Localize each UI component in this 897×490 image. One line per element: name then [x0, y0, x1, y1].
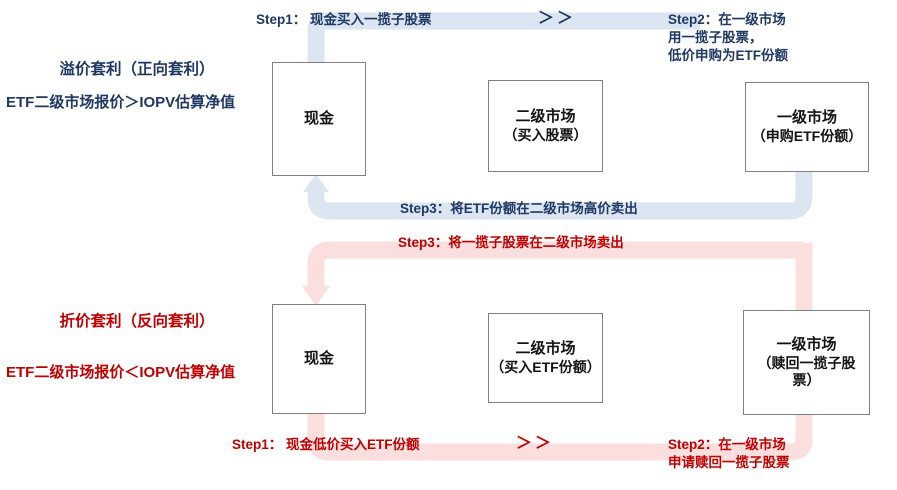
node-discount-secondary-line1: 二级市场 [515, 340, 576, 358]
node-discount-cash[interactable]: 现金 [272, 304, 366, 414]
premium-chevrons: ＞＞ [538, 10, 577, 27]
node-discount-secondary-line2: （买入ETF份额） [490, 358, 601, 375]
premium-step3-label: Step3：将ETF份额在二级市场高价卖出 [400, 201, 638, 216]
premium-step1-label: Step1： 现金买入一揽子股票 [256, 12, 432, 27]
node-premium-primary-market[interactable]: 一级市场 （申购ETF份额） [745, 82, 869, 172]
node-premium-primary-line1: 一级市场 [776, 109, 837, 127]
premium-title: 溢价套利（正向套利） [59, 61, 215, 78]
discount-step1-label: Step1： 现金低价买入ETF份额 [232, 437, 420, 452]
discount-chevrons: ＞＞ [516, 435, 555, 452]
node-discount-secondary-market[interactable]: 二级市场 （买入ETF份额） [488, 313, 603, 403]
node-premium-cash[interactable]: 现金 [272, 62, 366, 176]
node-premium-secondary-line1: 二级市场 [515, 108, 576, 126]
premium-step2-label: Step2：在一级市场 用一揽子股票， 低价申购为ETF份额 [668, 12, 788, 63]
node-discount-cash-line1: 现金 [303, 349, 334, 367]
node-discount-primary-line2: （赎回一揽子股 票） [757, 354, 856, 388]
discount-step2-label: Step2：在一级市场 申请赎回一揽子股票 [668, 437, 790, 470]
node-discount-primary-market[interactable]: 一级市场 （赎回一揽子股 票） [743, 310, 870, 415]
discount-title: 折价套利（反向套利） [59, 313, 215, 330]
discount-condition: ETF二级市场报价＜IOPV估算净值 [6, 364, 236, 381]
node-premium-secondary-market[interactable]: 二级市场 （买入股票） [488, 80, 603, 172]
node-premium-cash-line1: 现金 [303, 109, 334, 127]
node-discount-primary-line1: 一级市场 [776, 336, 837, 354]
node-premium-primary-line2: （申购ETF份额） [751, 127, 863, 144]
discount-step3-label: Step3：将一揽子股票在二级市场卖出 [398, 235, 624, 250]
premium-condition: ETF二级市场报价＞IOPV估算净值 [6, 94, 236, 111]
node-premium-secondary-line2: （买入股票） [503, 126, 588, 143]
